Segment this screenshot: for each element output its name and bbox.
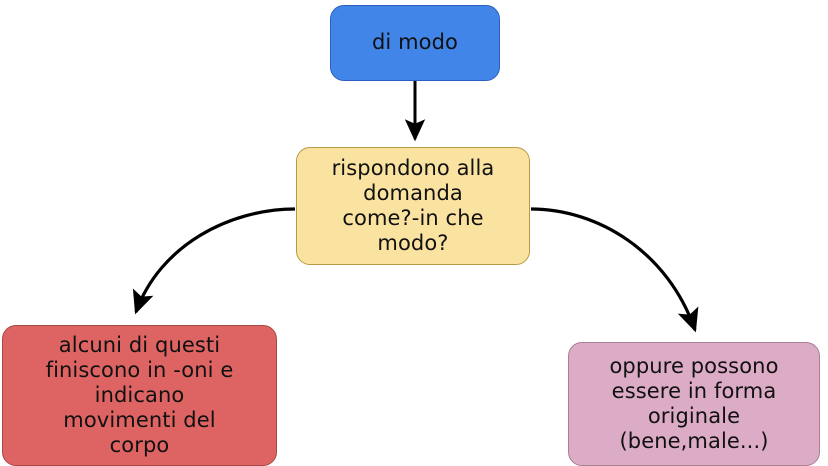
node-rispondono-label: rispondono alla domanda come?-in che mod…	[331, 155, 495, 256]
node-oppure-possono[interactable]: oppure possono essere in forma originale…	[568, 342, 820, 466]
node-oppure-label: oppure possono essere in forma originale…	[609, 353, 779, 454]
node-di-modo-label: di modo	[371, 30, 459, 55]
edge-rispondono-to-oppure	[530, 207, 699, 333]
node-alcuni-di-questi[interactable]: alcuni di questi finiscono in -oni e ind…	[2, 325, 277, 466]
node-di-modo[interactable]: di modo	[330, 5, 500, 81]
node-alcuni-label: alcuni di questi finiscono in -oni e ind…	[45, 332, 234, 458]
node-rispondono-alla-domanda[interactable]: rispondono alla domanda come?-in che mod…	[296, 147, 530, 265]
edge-rispondono-to-alcuni	[132, 207, 296, 315]
